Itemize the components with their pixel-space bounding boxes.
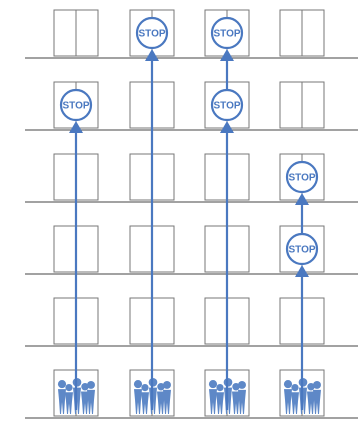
up-arrow-icon <box>220 121 234 133</box>
person-body <box>216 392 224 414</box>
elevator-3-stop-floor-6: STOP <box>210 16 244 50</box>
doors-layer <box>53 9 325 417</box>
person-body <box>157 391 165 414</box>
person-head <box>133 380 143 389</box>
elevator-3-stop-floor-5: STOP <box>210 88 244 122</box>
person-body <box>232 391 240 414</box>
stop-label: STOP <box>288 245 315 256</box>
person-head <box>283 380 293 389</box>
up-arrow-icon <box>69 121 83 133</box>
stop-sign-icon <box>285 232 319 266</box>
stop-sign-icon <box>285 160 319 194</box>
stop-sign-icon <box>59 88 93 122</box>
arrows-layer <box>69 49 309 410</box>
person-head <box>157 383 165 391</box>
elevator-1-stop-floor-5: STOP <box>59 88 93 122</box>
person-body <box>313 389 321 414</box>
person-body <box>307 391 315 414</box>
person-head <box>81 383 89 391</box>
stops-layer: STOP STOP STOP STOP STOP STOP <box>59 16 319 266</box>
person-head <box>87 381 95 389</box>
elevator-2-stop-floor-6: STOP <box>135 16 169 50</box>
person-body <box>238 389 246 414</box>
elevator-door-f5-s4 <box>279 81 325 129</box>
person-body <box>141 392 149 414</box>
person-body <box>209 389 217 414</box>
person-body <box>163 389 171 414</box>
up-arrow-icon <box>295 265 309 277</box>
group-of-people-icon-3 <box>208 378 246 414</box>
elevator-4-stop-floor-3: STOP <box>285 232 319 266</box>
person-body <box>65 392 73 414</box>
stop-label: STOP <box>288 173 315 184</box>
person-head <box>57 380 67 389</box>
stop-label: STOP <box>138 29 165 40</box>
person-head <box>313 381 321 389</box>
person-body <box>87 389 95 414</box>
person-body <box>291 392 299 414</box>
up-arrow-icon <box>295 193 309 205</box>
people-layer <box>57 378 321 414</box>
person-body <box>58 389 66 414</box>
stop-label: STOP <box>213 29 240 40</box>
person-body <box>81 391 89 414</box>
stop-sign-icon <box>135 16 169 50</box>
group-of-people-icon-1 <box>57 378 95 414</box>
stop-label: STOP <box>213 101 240 112</box>
elevator-door-f6-s1 <box>53 9 99 57</box>
person-head <box>238 381 246 389</box>
person-head <box>141 384 149 392</box>
person-head <box>216 384 224 392</box>
person-body <box>284 389 292 414</box>
person-head <box>65 384 73 392</box>
person-head <box>232 383 240 391</box>
person-head <box>208 380 218 389</box>
group-of-people-icon-4 <box>283 378 321 414</box>
elevator-4-stop-floor-4: STOP <box>285 160 319 194</box>
stop-sign-icon <box>210 16 244 50</box>
stop-label: STOP <box>62 101 89 112</box>
elevator-door-f6-s4 <box>279 9 325 57</box>
person-head <box>307 383 315 391</box>
up-arrow-icon <box>220 49 234 61</box>
person-head <box>163 381 171 389</box>
stop-sign-icon <box>210 88 244 122</box>
person-body <box>134 389 142 414</box>
person-head <box>291 384 299 392</box>
up-arrow-icon <box>145 49 159 61</box>
